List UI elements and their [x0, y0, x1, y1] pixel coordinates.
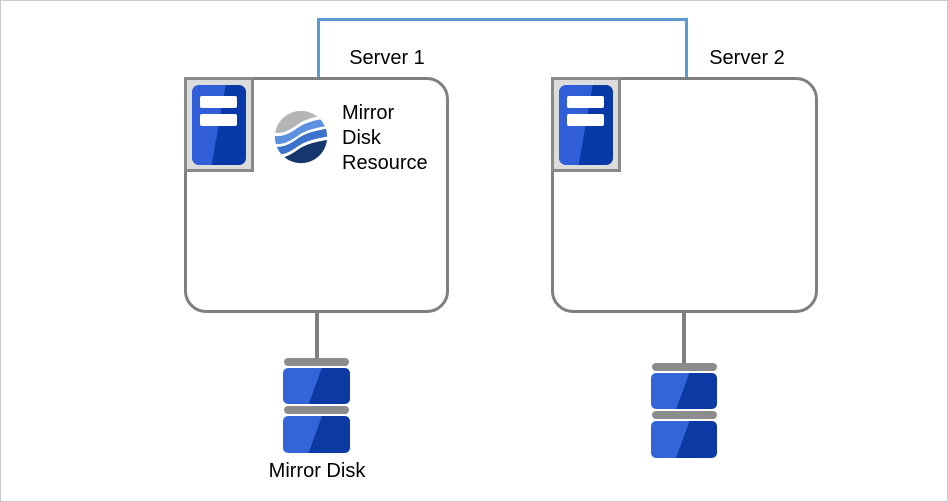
- disk-platter: [283, 368, 350, 404]
- server-icon-slot: [200, 113, 237, 126]
- resource-label-line: Resource: [342, 152, 428, 174]
- server2-label: Server 2: [709, 47, 785, 69]
- resource-label-line: Mirror: [342, 102, 395, 124]
- disk-platter: [651, 421, 717, 458]
- mirror-disk-icon-server1: [283, 358, 350, 453]
- mirror-disk-resource-label: Mirror Disk Resource: [342, 101, 428, 176]
- server-icon-slot: [200, 95, 237, 108]
- server2-icon-frame: [551, 77, 621, 172]
- server1-icon-frame: [184, 77, 254, 172]
- server1-label: Server 1: [349, 47, 425, 69]
- disk-cable-server1: [315, 313, 319, 358]
- disk-cap: [284, 358, 349, 366]
- interconnect-line-server1: [317, 18, 320, 78]
- disk-platter: [283, 416, 350, 453]
- disk-cap: [284, 406, 349, 414]
- server-icon: [192, 84, 246, 165]
- server-icon: [559, 84, 613, 165]
- server-icon-slot: [567, 113, 604, 126]
- disk-cap: [651, 411, 717, 419]
- disk-cap: [651, 363, 717, 371]
- interconnect-line-horizontal: [317, 18, 688, 21]
- interconnect-line-server2: [685, 18, 688, 78]
- resource-label-line: Disk: [342, 127, 381, 149]
- mirror-disk-resource-icon: [274, 110, 328, 164]
- server-icon-slot: [567, 95, 604, 108]
- disk-cable-server2: [682, 313, 686, 363]
- disk-platter: [651, 373, 717, 409]
- mirror-disk-label: Mirror Disk: [268, 460, 366, 482]
- mirror-disk-icon-server2: [651, 363, 717, 458]
